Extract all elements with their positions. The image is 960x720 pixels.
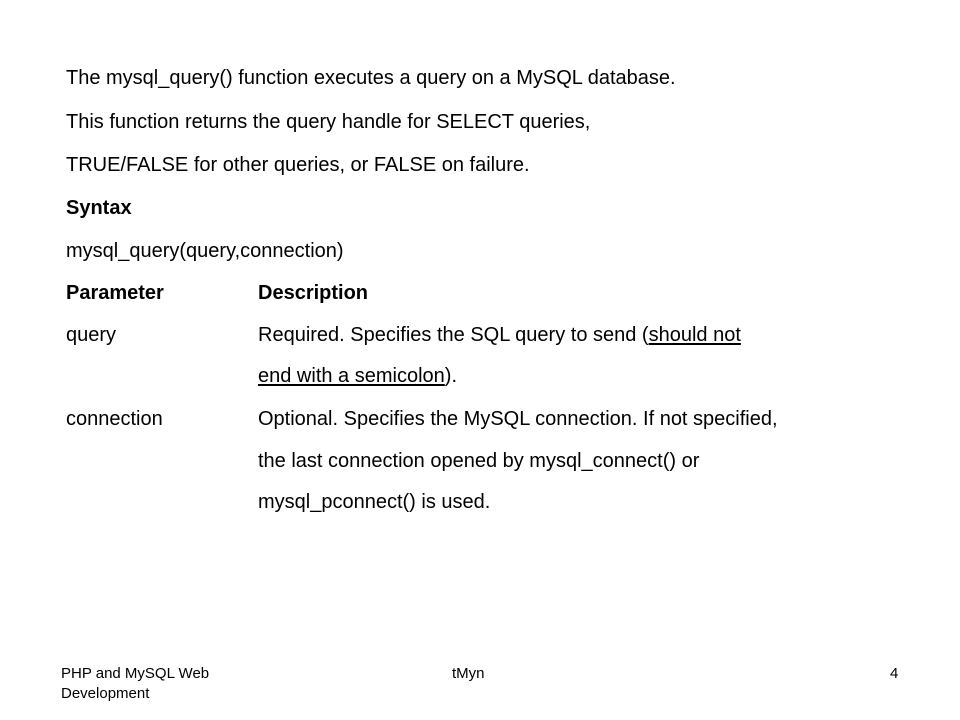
footer-page-number: 4 bbox=[890, 665, 899, 682]
param-name: query bbox=[66, 324, 117, 346]
header-parameter: Parameter bbox=[66, 282, 164, 304]
desc-prefix: Required. Specifies the SQL query to sen… bbox=[258, 324, 649, 346]
syntax-heading: Syntax bbox=[66, 197, 132, 219]
param-description: Required. Specifies the SQL query to sen… bbox=[258, 323, 741, 347]
param-description-cont: end with a semicolon). bbox=[258, 364, 457, 388]
footer-course-title: PHP and MySQL Web Development bbox=[61, 664, 209, 704]
desc-underlined-text: should not bbox=[648, 324, 741, 346]
footer-course-title-line-1: PHP and MySQL Web bbox=[61, 665, 210, 682]
desc-suffix: ). bbox=[444, 365, 457, 387]
param-description: Optional. Specifies the MySQL connection… bbox=[258, 408, 778, 430]
desc-underlined-text: end with a semicolon bbox=[258, 365, 445, 387]
header-description: Description bbox=[258, 282, 369, 304]
syntax-signature: mysql_query(query,connection) bbox=[66, 240, 344, 262]
footer-course-title-line-2: Development bbox=[61, 685, 150, 702]
param-name: connection bbox=[66, 408, 163, 430]
intro-line-2: This function returns the query handle f… bbox=[66, 111, 591, 133]
param-description-cont: the last connection opened by mysql_conn… bbox=[258, 450, 700, 472]
footer-author: tMyn bbox=[452, 665, 485, 682]
intro-line-3: TRUE/FALSE for other queries, or FALSE o… bbox=[66, 154, 530, 176]
intro-line-1: The mysql_query() function executes a qu… bbox=[66, 67, 676, 89]
param-description-cont: mysql_pconnect() is used. bbox=[258, 491, 491, 513]
